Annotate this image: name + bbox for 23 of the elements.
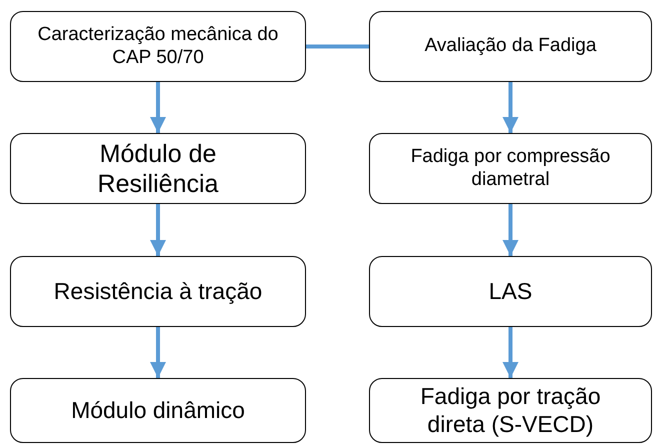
- process-box: [369, 133, 652, 204]
- box-label: Fadiga por tração direta (S-VECD): [419, 382, 602, 438]
- arrow: [502, 82, 518, 133]
- arrow: [150, 327, 166, 378]
- box-label: Fadiga por compressão diametral: [410, 146, 612, 192]
- arrow: [150, 82, 166, 133]
- process-box: [10, 256, 306, 327]
- box-label: Avaliação da Fadiga: [424, 35, 596, 58]
- box-label: LAS: [488, 278, 532, 306]
- arrow: [150, 204, 166, 256]
- connector-line: [306, 44, 369, 48]
- process-box: [369, 378, 652, 443]
- process-box: [369, 256, 652, 327]
- process-box: [10, 378, 306, 443]
- arrow: [502, 204, 518, 256]
- box-label: Módulo dinâmico: [71, 396, 245, 424]
- box-label: Módulo de Resiliência: [96, 138, 220, 198]
- process-box: [10, 133, 306, 204]
- box-label: Caracterização mecânica do CAP 50/70: [36, 24, 280, 70]
- process-box: [10, 11, 306, 82]
- process-box: [369, 11, 652, 82]
- box-label: Resistência à tração: [54, 278, 262, 306]
- arrow: [502, 327, 518, 378]
